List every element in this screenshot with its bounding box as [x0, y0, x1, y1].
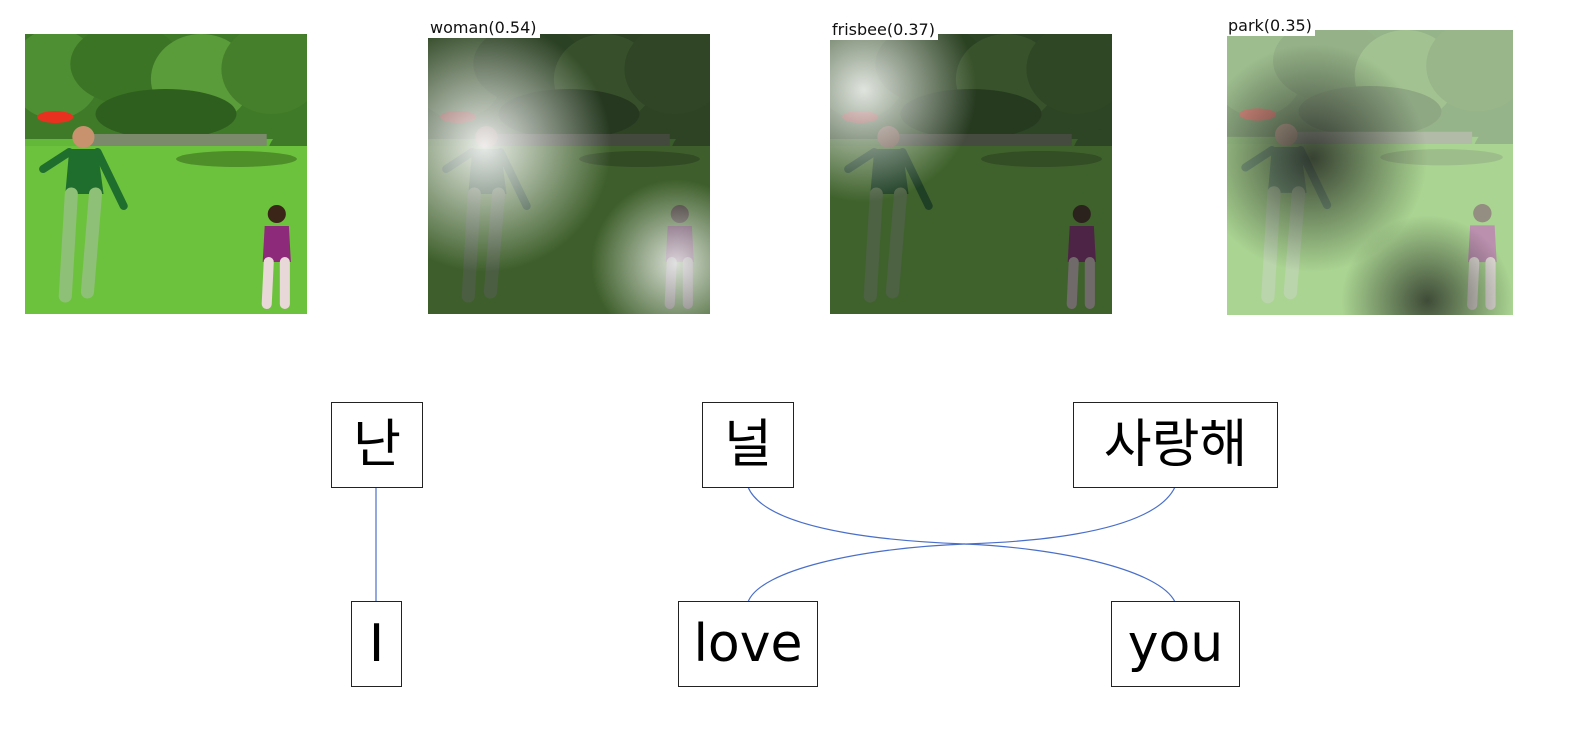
link-saranghae-love — [747, 486, 1176, 603]
source-word-nan: 난 — [331, 402, 423, 488]
source-word-saranghae: 사랑해 — [1073, 402, 1278, 488]
target-word-you: you — [1111, 601, 1240, 687]
target-word-love: love — [678, 601, 818, 687]
source-word-neol: 널 — [702, 402, 794, 488]
attention-map-frisbee — [830, 34, 1112, 314]
attention-map-woman — [428, 34, 710, 314]
attention-label-woman: woman(0.54) — [428, 18, 540, 38]
target-word-i: I — [351, 601, 402, 687]
attention-map-park — [1227, 30, 1513, 315]
attention-label-park: park(0.35) — [1226, 16, 1315, 36]
attention-label-frisbee: frisbee(0.37) — [830, 20, 938, 40]
